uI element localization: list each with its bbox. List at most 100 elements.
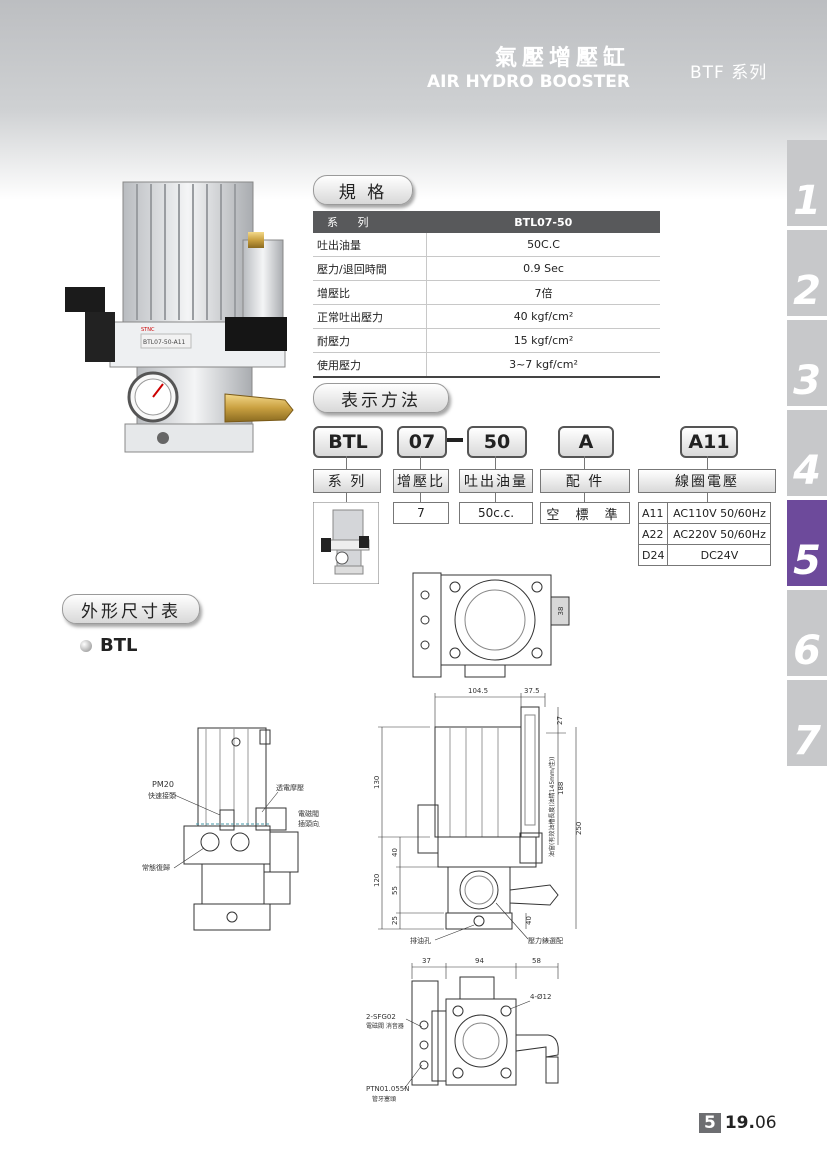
voltage-value: DC24V (667, 544, 772, 566)
spec-label: 增壓比 (313, 280, 427, 305)
voltage-code: A11 (637, 502, 669, 524)
model-heading-text: BTL (100, 635, 138, 656)
svg-text:104.5: 104.5 (468, 687, 488, 695)
svg-text:壓力錶選配: 壓力錶選配 (528, 936, 563, 945)
series-label: BTF 系列 (690, 63, 768, 83)
spec-header-row: 系 列 BTL07-50 (313, 211, 660, 233)
svg-text:37.5: 37.5 (524, 687, 540, 695)
spec-label: 使用壓力 (313, 352, 427, 378)
chapter-tab-2[interactable]: 2 (787, 230, 827, 316)
connector-line (707, 456, 708, 469)
svg-text:BTL07-50-A11: BTL07-50-A11 (143, 339, 186, 346)
value-accessory: 空 標 準 (540, 502, 630, 524)
connector-line (584, 492, 585, 502)
svg-text:PTN01.055N: PTN01.055N (366, 1085, 409, 1093)
dimensions-title: 外形尺寸表 (62, 594, 200, 624)
code-voltage: A11 (680, 426, 738, 458)
page-title-en: AIR HYDRO BOOSTER (426, 72, 630, 92)
product-photo: STNC BTL07-50-A11 (65, 181, 294, 453)
svg-text:電磁閥: 電磁閥 (298, 809, 319, 818)
front-view-drawing: 104.5 37.5 27 188 油窗(有效油槽長度(油精145mm/佳)) … (373, 687, 583, 945)
chapter-tab-3[interactable]: 3 (787, 320, 827, 406)
code-volume: 50 (467, 426, 527, 458)
model-heading: BTL (80, 635, 137, 656)
svg-text:透電摩壓: 透電摩壓 (276, 783, 304, 792)
page-version: 06 (754, 1113, 777, 1133)
svg-text:插頭向上: 插頭向上 (298, 819, 320, 828)
svg-text:2-SFG02: 2-SFG02 (366, 1013, 396, 1021)
bottom-view-drawing: 37 94 58 4-Ø12 2-SFG02 電磁閥 消音器 PTN01.055… (366, 957, 559, 1103)
chapter-tab-7[interactable]: 7 (787, 680, 827, 766)
bullet-icon (80, 639, 92, 652)
spec-label: 壓力/退回時間 (313, 256, 427, 281)
svg-text:27: 27 (556, 716, 564, 725)
voltage-code: A22 (637, 523, 669, 545)
svg-text:130: 130 (373, 776, 381, 789)
side-view-drawing: PM20 快速接頭 透電摩壓 電磁閥 插頭向上 常態復歸 (142, 727, 320, 931)
chapter-number: 5 (699, 1113, 721, 1133)
spec-value: 0.9 Sec (426, 256, 660, 281)
svg-text:油窗(有效油槽長度(油精145mm/佳)): 油窗(有效油槽長度(油精145mm/佳)) (548, 756, 556, 857)
value-volume: 50c.c. (459, 502, 533, 524)
ordering-title: 表示方法 (313, 383, 449, 413)
svg-text:STNC: STNC (141, 327, 155, 333)
svg-text:250: 250 (575, 822, 583, 835)
connector-line (495, 456, 496, 469)
chapter-tab-5-active[interactable]: 5 (787, 500, 827, 586)
svg-text:55: 55 (391, 886, 399, 895)
header-background (0, 0, 827, 200)
voltage-code: D24 (637, 544, 669, 566)
spec-value: 3~7 kgf/cm² (426, 352, 660, 378)
connector-line (707, 492, 708, 502)
chapter-tab-4[interactable]: 4 (787, 410, 827, 496)
spec-value: 40 kgf/cm² (426, 304, 660, 329)
code-series: BTL (313, 426, 383, 458)
code-dash (447, 438, 463, 442)
chapter-tab-6[interactable]: 6 (787, 590, 827, 676)
svg-text:94: 94 (475, 957, 484, 965)
spec-value: 7倍 (426, 280, 660, 305)
svg-text:58: 58 (532, 957, 541, 965)
svg-text:電磁閥 消音器: 電磁閥 消音器 (366, 1022, 404, 1030)
label-ratio: 增壓比 (393, 469, 449, 493)
connector-line (495, 492, 496, 502)
svg-text:120: 120 (373, 874, 381, 887)
voltage-value: AC110V 50/60Hz (667, 502, 772, 524)
top-view-drawing: 38 (412, 572, 570, 678)
connector-line (420, 456, 421, 469)
spec-header-label: 系 列 (313, 211, 427, 233)
voltage-value: AC220V 50/60Hz (667, 523, 772, 545)
code-accessory: A (558, 426, 614, 458)
spec-value: 50C.C (426, 233, 660, 257)
svg-text:37: 37 (422, 957, 431, 965)
chapter-tab-1[interactable]: 1 (787, 140, 827, 226)
svg-text:PM20: PM20 (152, 780, 174, 789)
value-ratio: 7 (393, 502, 449, 524)
svg-text:常態復歸: 常態復歸 (142, 863, 170, 872)
svg-text:38: 38 (557, 607, 565, 616)
label-volume: 吐出油量 (459, 469, 533, 493)
spec-header-value: BTL07-50 (426, 211, 660, 233)
label-voltage: 線圈電壓 (638, 469, 776, 493)
connector-line (346, 492, 347, 502)
label-series: 系 列 (313, 469, 381, 493)
connector-line (420, 492, 421, 502)
svg-text:25: 25 (391, 916, 399, 925)
series-thumbnail (313, 502, 379, 584)
spec-value: 15 kgf/cm² (426, 328, 660, 353)
svg-text:管牙塞頭: 管牙塞頭 (372, 1095, 396, 1103)
spec-title: 規 格 (313, 175, 413, 205)
svg-text:188: 188 (557, 782, 565, 795)
svg-text:快速接頭: 快速接頭 (148, 791, 176, 800)
